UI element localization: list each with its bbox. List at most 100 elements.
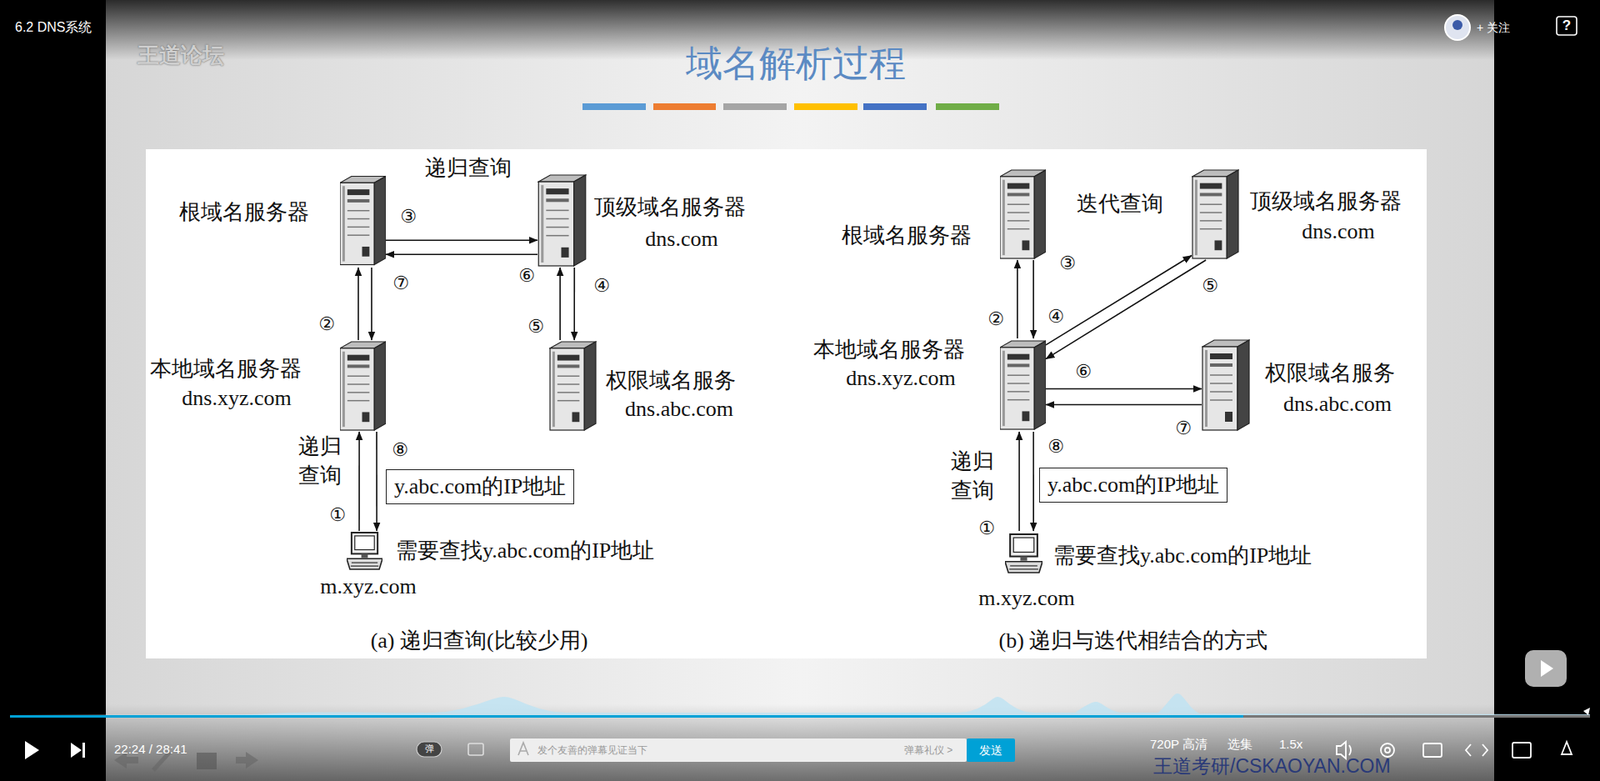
callout-number: ⑦ (1174, 419, 1193, 438)
progress-played (10, 715, 1244, 718)
slide-ground (105, 0, 1495, 781)
query-arrow (1032, 260, 1035, 339)
tool-arrow (126, 756, 139, 764)
slide-title: 域名解析过程 (685, 41, 906, 86)
node-domain: m.xyz.com (978, 585, 1075, 611)
settings-icon (1380, 743, 1395, 757)
color-bar (935, 103, 1000, 110)
next-icon (70, 742, 82, 758)
speed-option: 1.5x (1279, 736, 1303, 752)
color-bar (723, 103, 787, 110)
time-display: 22:24 / 28:41 (114, 741, 188, 757)
query-label: 递归查询 (425, 155, 512, 181)
node-domain: dns.xyz.com (845, 365, 955, 391)
node-domain: dns.com (645, 226, 718, 252)
computer-icon (1005, 534, 1043, 573)
node-label: y.abc.com的IP地址 (1047, 472, 1220, 498)
danmaku-placeholder: 发个友善的弹幕见证当下 (537, 744, 648, 756)
server-icon (550, 341, 596, 430)
query-arrow (573, 267, 575, 340)
callout-number: ① (977, 519, 996, 538)
node-label: 根域名服务器 (841, 223, 972, 249)
query-label: 迭代查询 (1076, 190, 1164, 217)
server-node: 本地域名服务器dns.xyz.com (340, 340, 386, 432)
node-domain: dns.abc.com (1283, 391, 1392, 417)
title-bars (582, 103, 1000, 110)
node-label: 需要查找y.abc.com的IP地址 (1053, 543, 1312, 569)
node-label: 权限域名服务 (605, 368, 736, 394)
node-label: 根域名服务器 (179, 200, 310, 225)
callout-number: ① (328, 505, 347, 525)
danmaku-switch (416, 741, 442, 757)
node-label: y.abc.com的IP地址 (394, 474, 566, 500)
callout-number: ⑧ (1046, 437, 1065, 456)
node-domain: dns.abc.com (625, 396, 734, 422)
callout-number: ④ (1046, 307, 1065, 326)
query-arrow (1045, 388, 1202, 390)
danmaku-input (510, 738, 967, 762)
audio-waveform (10, 693, 1590, 717)
callout-number: ② (317, 315, 336, 334)
callout-number: ③ (399, 207, 418, 226)
server-node: 权限域名服务dns.abc.com (1201, 338, 1250, 432)
help-box (1556, 16, 1577, 35)
query-arrow (370, 267, 373, 340)
color-bar (653, 103, 716, 110)
node-label: 顶级域名服务器 (1250, 189, 1402, 215)
tool-arrow (245, 751, 259, 769)
server-node: 本地域名服务器dns.xyz.com (1000, 338, 1046, 432)
font-icon (518, 742, 529, 755)
node-label: 权限域名服务 (1265, 360, 1395, 386)
callout-number: ⑥ (517, 266, 536, 285)
wide-icon (1465, 744, 1488, 756)
node-domain: m.xyz.com (320, 574, 417, 600)
uploader-avatar (1445, 15, 1470, 40)
result-box: y.abc.com的IP地址 (385, 469, 575, 505)
node-label: 需要查找y.abc.com的IP地址 (395, 538, 655, 564)
danmaku-etiquette: 弹幕礼仪 > (904, 744, 953, 756)
extra-icon (1561, 741, 1572, 755)
site-watermark: 王道考研/CSKAOYAN.COM (1153, 755, 1391, 779)
tv-icon (1525, 650, 1567, 687)
query-arrow (1032, 431, 1035, 531)
danmaku-toggle: 弹 (425, 743, 435, 755)
server-icon (340, 175, 386, 265)
query-arrow (385, 239, 538, 241)
callout-number: ⑧ (390, 440, 410, 460)
color-bar (582, 103, 646, 110)
progress-handle (1583, 707, 1590, 715)
server-node: 顶级域名服务器dns.com (1191, 168, 1240, 260)
query-arrow (1018, 431, 1020, 531)
node-label: 本地域名服务器 (813, 337, 965, 363)
color-bar (863, 103, 927, 110)
node-domain: dns.com (1301, 219, 1375, 245)
next-icon (82, 742, 85, 758)
server-icon (340, 341, 386, 430)
node-domain: dns.xyz.com (181, 385, 291, 411)
query-arrow (1045, 404, 1202, 406)
query-arrow (358, 431, 360, 531)
computer-icon (346, 532, 383, 570)
query-arrow (385, 253, 538, 255)
pip-icon (1423, 743, 1442, 757)
server-icon (1192, 170, 1239, 259)
callout-number: ⑥ (1074, 362, 1093, 381)
server-node: 根域名服务器 (340, 173, 386, 268)
help-icon: ? (1562, 17, 1571, 35)
player-title: 6.2 DNS系统 (15, 19, 92, 35)
client-node: 需要查找y.abc.com的IP地址m.xyz.com (346, 530, 383, 572)
figure-panel (145, 149, 1427, 659)
query-arrow (357, 267, 360, 340)
server-icons (340, 170, 1250, 573)
server-icon (1202, 340, 1250, 430)
query-label: 递归 查询 (298, 431, 345, 490)
sub-caption: (a) 递归查询(比较少用) (370, 627, 589, 654)
server-node: 权限域名服务dns.abc.com (549, 340, 597, 432)
color-bar (794, 103, 858, 110)
bottom-shade (0, 704, 1600, 781)
settings-icon (1385, 747, 1390, 753)
server-icon (1000, 170, 1046, 259)
callout-number: ⑤ (1200, 276, 1220, 295)
client-node: 需要查找y.abc.com的IP地址m.xyz.com (1005, 530, 1043, 577)
